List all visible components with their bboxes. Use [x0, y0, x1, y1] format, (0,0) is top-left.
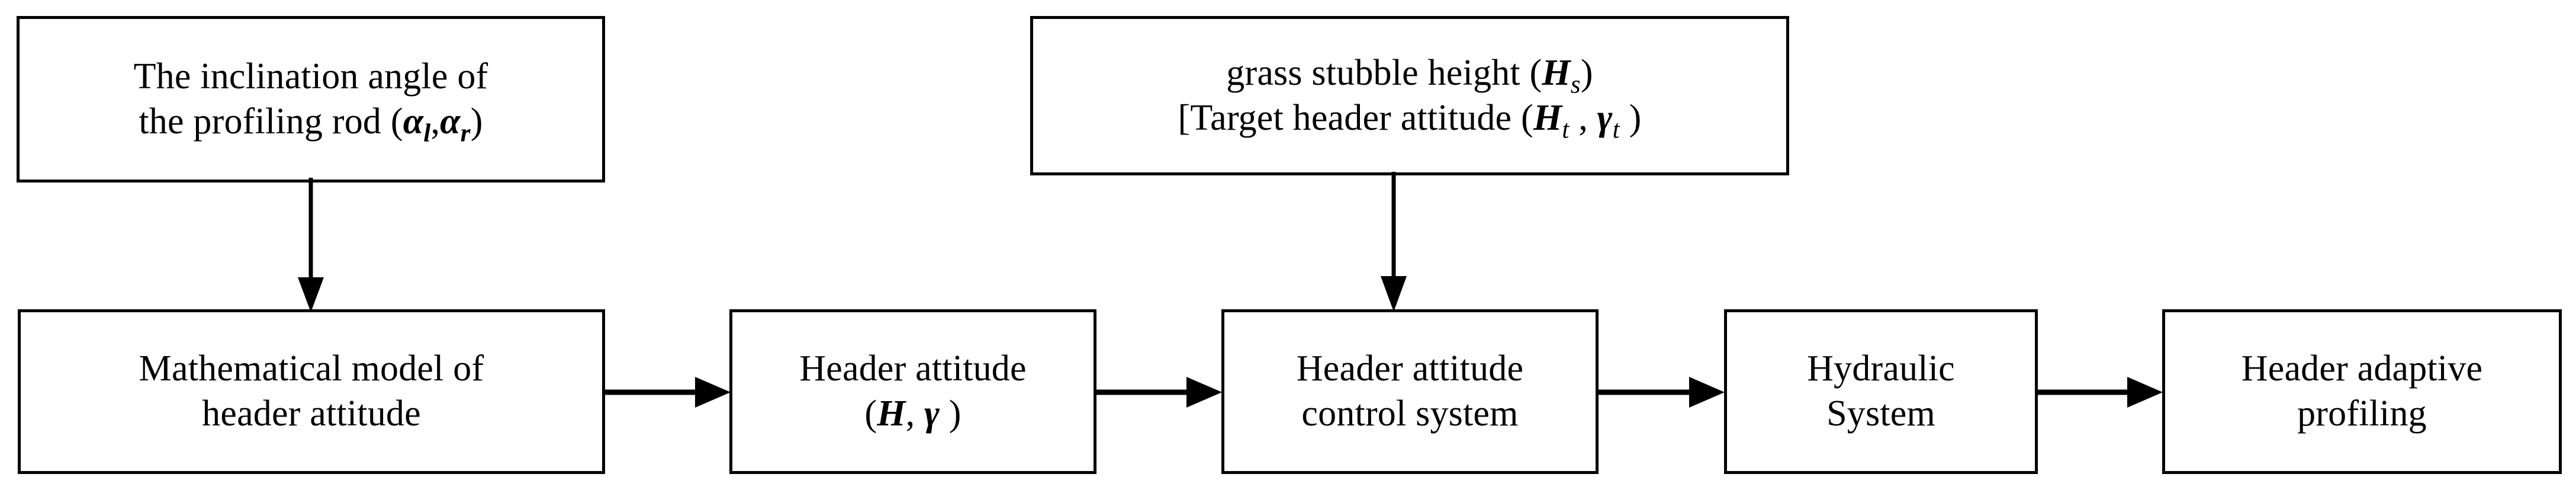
text-run: grass stubble height ( — [1226, 52, 1542, 93]
node-grass-stubble-height-line1: grass stubble height (Hs) — [1226, 51, 1593, 99]
node-mathematical-model[interactable]: Mathematical model of header attitude — [18, 309, 605, 474]
node-inclination-angle[interactable]: The inclination angle of the profiling r… — [17, 16, 605, 182]
text-run: , — [905, 393, 925, 434]
node-header-attitude[interactable]: Header attitude (H, γ ) — [729, 309, 1096, 474]
subscript-t2: t — [1612, 114, 1620, 143]
text-run: , — [430, 101, 440, 142]
edge-hydraulic-to-adaptive-profiling — [2038, 373, 2165, 411]
node-mathematical-model-line2: header attitude — [202, 393, 421, 434]
text-run: ) — [470, 101, 483, 142]
node-grass-stubble-height-line2: [Target header attitude (Ht , γt ) — [1178, 96, 1642, 143]
node-hydraulic-system[interactable]: Hydraulic System — [1724, 309, 2038, 474]
node-hydraulic-system-line2: System — [1826, 393, 1935, 434]
symbol-alpha-r: α — [440, 101, 461, 142]
node-hydraulic-system-line1: Hydraulic — [1807, 348, 1955, 389]
edge-header-attitude-to-control-system — [1096, 373, 1224, 411]
symbol-alpha-l: α — [403, 101, 424, 142]
node-control-system-line1: Header attitude — [1296, 348, 1524, 389]
text-run: ) — [1580, 52, 1593, 93]
edge-stubble-to-control-system — [1373, 172, 1420, 314]
node-inclination-angle-line2: the profiling rod (αl,αr) — [139, 100, 483, 147]
node-mathematical-model-line1: Mathematical model of — [139, 348, 484, 389]
node-control-system[interactable]: Header attitude control system — [1221, 309, 1599, 474]
node-adaptive-profiling[interactable]: Header adaptive profiling — [2162, 309, 2562, 474]
symbol-gamma-t: γ — [1597, 97, 1613, 138]
text-run: ) — [1619, 97, 1642, 138]
text-run: ) — [940, 393, 961, 434]
symbol-H: H — [877, 393, 906, 434]
symbol-H-s: H — [1542, 52, 1571, 93]
node-header-attitude-line1: Header attitude — [799, 348, 1027, 389]
node-adaptive-profiling-line1: Header adaptive — [2241, 348, 2483, 389]
node-header-attitude-line2: (H, γ ) — [864, 392, 961, 437]
text-run: ( — [864, 393, 877, 434]
edge-model-to-header-attitude — [605, 373, 733, 411]
node-inclination-angle-line1: The inclination angle of — [133, 56, 488, 97]
node-control-system-line2: control system — [1301, 393, 1519, 434]
symbol-H-t: H — [1533, 97, 1562, 138]
subscript-s: s — [1570, 70, 1581, 99]
symbol-gamma: γ — [924, 393, 940, 434]
text-run: [Target header attitude ( — [1178, 97, 1533, 138]
text-run: , — [1569, 97, 1597, 138]
node-adaptive-profiling-line2: profiling — [2297, 393, 2427, 434]
subscript-r: r — [460, 118, 471, 147]
node-grass-stubble-height[interactable]: grass stubble height (Hs) [Target header… — [1030, 16, 1789, 175]
edge-inclination-to-model — [290, 178, 337, 314]
edge-control-system-to-hydraulic — [1599, 373, 1727, 411]
subscript-l: l — [423, 118, 431, 147]
subscript-t: t — [1562, 114, 1570, 143]
text-run: the profiling rod ( — [139, 101, 403, 142]
